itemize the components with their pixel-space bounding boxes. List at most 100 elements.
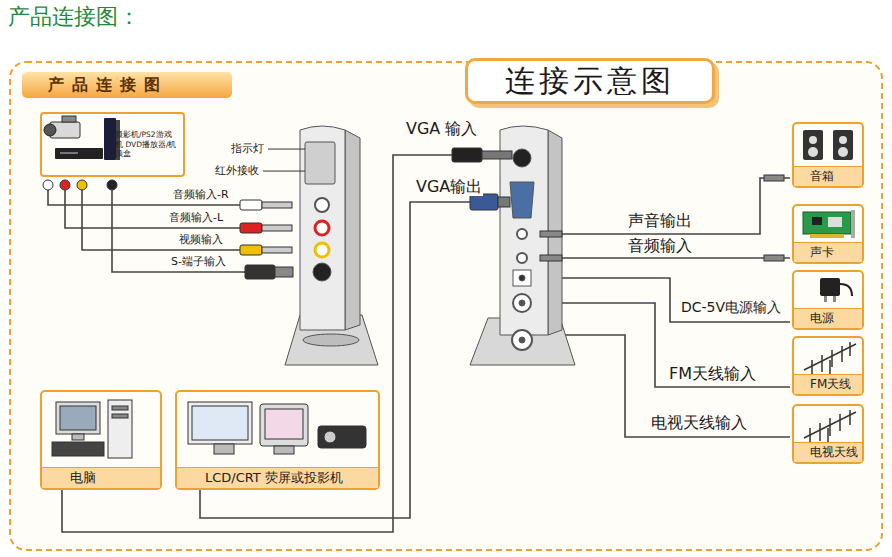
av-input-box: [315, 221, 329, 235]
frame-tab: 产品连接图: [22, 72, 232, 98]
page-title: 产品连接图：: [8, 2, 140, 32]
leader-line: [263, 171, 305, 172]
audio-plug: [764, 255, 784, 261]
power-adapter-icon: [824, 296, 827, 302]
speaker-icon: [838, 147, 848, 157]
vga-plug: [482, 151, 512, 159]
power-box: 电源: [792, 270, 864, 330]
rca-jack: [60, 180, 70, 190]
tv-antenna-icon: [810, 410, 850, 446]
sound-card-icon: [828, 217, 842, 227]
box-label: 连接示意图: [505, 61, 675, 102]
sound-card-icon: [803, 210, 855, 238]
vga-plug: [498, 197, 510, 207]
computer-icon: [112, 414, 128, 418]
display-icon: [260, 404, 308, 446]
rca-plug: [240, 200, 293, 279]
tv-antenna-icon: [804, 410, 856, 446]
vga-tv-box: [519, 337, 525, 343]
fm-antenna-icon: [812, 342, 850, 376]
box-label: 摄影机/PS2游戏机 DVD播放器/机顶盒: [115, 130, 179, 158]
vga-tv-box: [519, 275, 525, 281]
wire: [540, 335, 790, 437]
rca-plug: [262, 225, 292, 231]
display-icon: [192, 406, 248, 440]
vga-plug: [452, 148, 482, 162]
vga-tv-box: [517, 253, 527, 263]
av-input-box: [285, 126, 378, 365]
rca-plug: [240, 245, 262, 255]
box-label: LCD/CRT 荧屏或投影机: [177, 467, 378, 488]
vga-tv-box: [517, 229, 527, 239]
vga-tv-box: [510, 182, 534, 218]
vga-plug: [470, 194, 498, 210]
source-device-icons: [55, 148, 103, 159]
display-icon: [188, 402, 252, 444]
av-input-box: [300, 126, 345, 330]
wire: [82, 190, 240, 250]
sound-card-icon: [810, 234, 844, 238]
vga-tv-box: [513, 270, 531, 286]
rca-plug: [240, 223, 262, 233]
display-icon: [265, 409, 303, 439]
wire: [48, 190, 240, 205]
power-adapter-icon: [820, 278, 840, 296]
port-label: 视频输入: [178, 234, 224, 246]
wire: [540, 257, 790, 259]
power-adapter-icon: [840, 284, 852, 296]
rca-jack: [107, 180, 117, 190]
computer-icon: [112, 406, 128, 410]
sound-card-icon: [803, 212, 851, 234]
port-label: DC-5V电源输入: [680, 300, 782, 315]
audio-plug: [540, 255, 562, 261]
leader-line: [268, 149, 305, 150]
computer-icon: [52, 400, 132, 458]
display-icon: [274, 446, 294, 454]
source-device-icons: [44, 124, 56, 136]
av-input-box: [303, 334, 359, 346]
box-label: 声卡: [794, 242, 862, 262]
speaker-box: 音箱: [792, 122, 864, 188]
vga-tv-box: [470, 126, 575, 365]
box-label: 电源: [794, 308, 862, 328]
box-label: 电脑: [42, 467, 160, 488]
av-input-box: [345, 130, 360, 330]
heading-box: 连接示意图: [465, 58, 715, 104]
tv-antenna-box: 电视天线: [792, 404, 864, 464]
port-label: VGA 输入: [405, 120, 478, 138]
speaker-icon: [809, 136, 817, 144]
speaker-icon: [803, 130, 853, 160]
av-input-box: [315, 198, 329, 212]
port-label: 音频输入-L: [168, 212, 224, 224]
speaker-icon: [808, 147, 818, 157]
rca-plug: [262, 247, 292, 253]
audio-plug: [540, 231, 562, 237]
port-label: 声音输出: [627, 212, 693, 230]
port-label: 指示灯: [230, 143, 265, 155]
box-label: 电视天线: [794, 442, 862, 462]
computer-icon: [72, 434, 84, 440]
wire: [540, 303, 790, 387]
port-label: FM天线输入: [668, 365, 757, 383]
sound-card-box: 声卡: [792, 204, 864, 264]
computer-box: 电脑: [40, 390, 162, 490]
speaker-icon: [803, 130, 823, 160]
rca-plug: [245, 265, 275, 279]
av-input-box: [305, 142, 335, 184]
rca-jack: [43, 180, 53, 190]
source-device-box: 摄影机/PS2游戏机 DVD播放器/机顶盒: [40, 112, 185, 177]
wire: [540, 178, 790, 234]
speaker-icon: [839, 136, 847, 144]
power-adapter-icon: [833, 296, 836, 302]
audio-plug: [764, 175, 784, 181]
vga-tv-box: [519, 300, 525, 306]
port-label: S-端子输入: [170, 256, 227, 268]
source-device-icons: [60, 152, 78, 154]
rca-jack: [43, 180, 117, 190]
port-label: 红外接收: [214, 165, 260, 177]
port-label: 电视天线输入: [650, 414, 748, 432]
computer-icon: [60, 406, 96, 430]
rca-plug: [275, 267, 293, 277]
sound-card-icon: [812, 217, 822, 225]
source-device-icons: [62, 116, 76, 122]
